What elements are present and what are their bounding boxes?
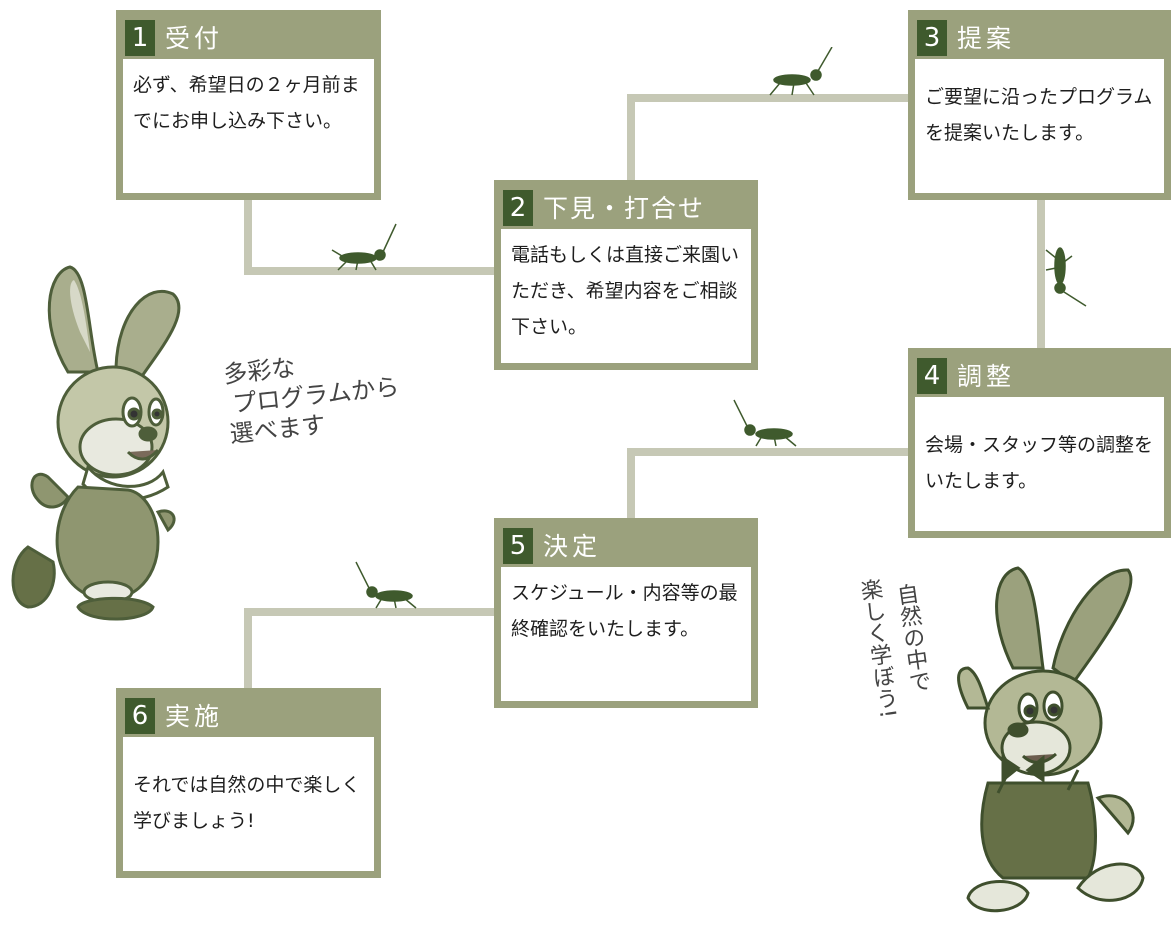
step-2-box: 2 下見・打合せ 電話もしくは直接ご来園いただき、希望内容をご相談下さい。 bbox=[494, 180, 758, 370]
step-description: それでは自然の中で楽しく学びましょう! bbox=[133, 774, 361, 832]
step-title: 実施 bbox=[165, 701, 224, 731]
connector-4-5 bbox=[627, 448, 912, 520]
step-1-box: 1 受付 必ず、希望日の２ヶ月前までにお申し込み下さい。 bbox=[116, 10, 381, 200]
step-description: スケジュール・内容等の最終確認をいたします。 bbox=[511, 582, 738, 640]
step-number: 3 bbox=[917, 20, 947, 56]
step-number: 1 bbox=[125, 20, 155, 56]
cricket-icon bbox=[733, 399, 797, 447]
step-description: 電話もしくは直接ご来園いただき、希望内容をご相談下さい。 bbox=[511, 244, 740, 338]
step-header: 1 受付 bbox=[123, 17, 374, 59]
step-title: 調整 bbox=[957, 361, 1016, 391]
cricket-icon bbox=[1045, 247, 1087, 307]
step-6-box: 6 実施 それでは自然の中で楽しく学びましょう! bbox=[116, 688, 381, 878]
step-header: 4 調整 bbox=[915, 355, 1164, 397]
cricket-icon bbox=[331, 223, 397, 271]
rabbit-girl-icon bbox=[11, 265, 181, 621]
step-description: 会場・スタッフ等の調整をいたします。 bbox=[925, 434, 1154, 492]
left-caption: 多彩な プログラムから 選べます bbox=[222, 342, 404, 450]
step-number: 2 bbox=[503, 190, 533, 226]
step-title: 受付 bbox=[165, 23, 224, 53]
step-title: 提案 bbox=[957, 23, 1016, 53]
cricket-icon bbox=[355, 561, 417, 609]
connector-5-6 bbox=[244, 608, 500, 690]
step-description: ご要望に沿ったプログラムを提案いたします。 bbox=[925, 86, 1153, 144]
cricket-icon bbox=[769, 47, 833, 96]
step-description: 必ず、希望日の２ヶ月前までにお申し込み下さい。 bbox=[133, 74, 360, 132]
step-header: 2 下見・打合せ bbox=[501, 187, 751, 229]
step-header: 3 提案 bbox=[915, 17, 1164, 59]
step-number: 4 bbox=[917, 358, 947, 394]
step-title: 決定 bbox=[543, 531, 602, 561]
step-header: 5 決定 bbox=[501, 525, 751, 567]
connector-1-2 bbox=[244, 195, 500, 275]
step-header: 6 実施 bbox=[123, 695, 374, 737]
connector-2-3 bbox=[627, 94, 912, 182]
step-5-box: 5 決定 スケジュール・内容等の最終確認をいたします。 bbox=[494, 518, 758, 708]
rabbit-boy-icon bbox=[957, 566, 1145, 913]
step-number: 5 bbox=[503, 528, 533, 564]
step-number: 6 bbox=[125, 698, 155, 734]
step-3-box: 3 提案 ご要望に沿ったプログラムを提案いたします。 bbox=[908, 10, 1171, 200]
step-title: 下見・打合せ bbox=[543, 193, 706, 223]
step-4-box: 4 調整 会場・スタッフ等の調整をいたします。 bbox=[908, 348, 1171, 538]
